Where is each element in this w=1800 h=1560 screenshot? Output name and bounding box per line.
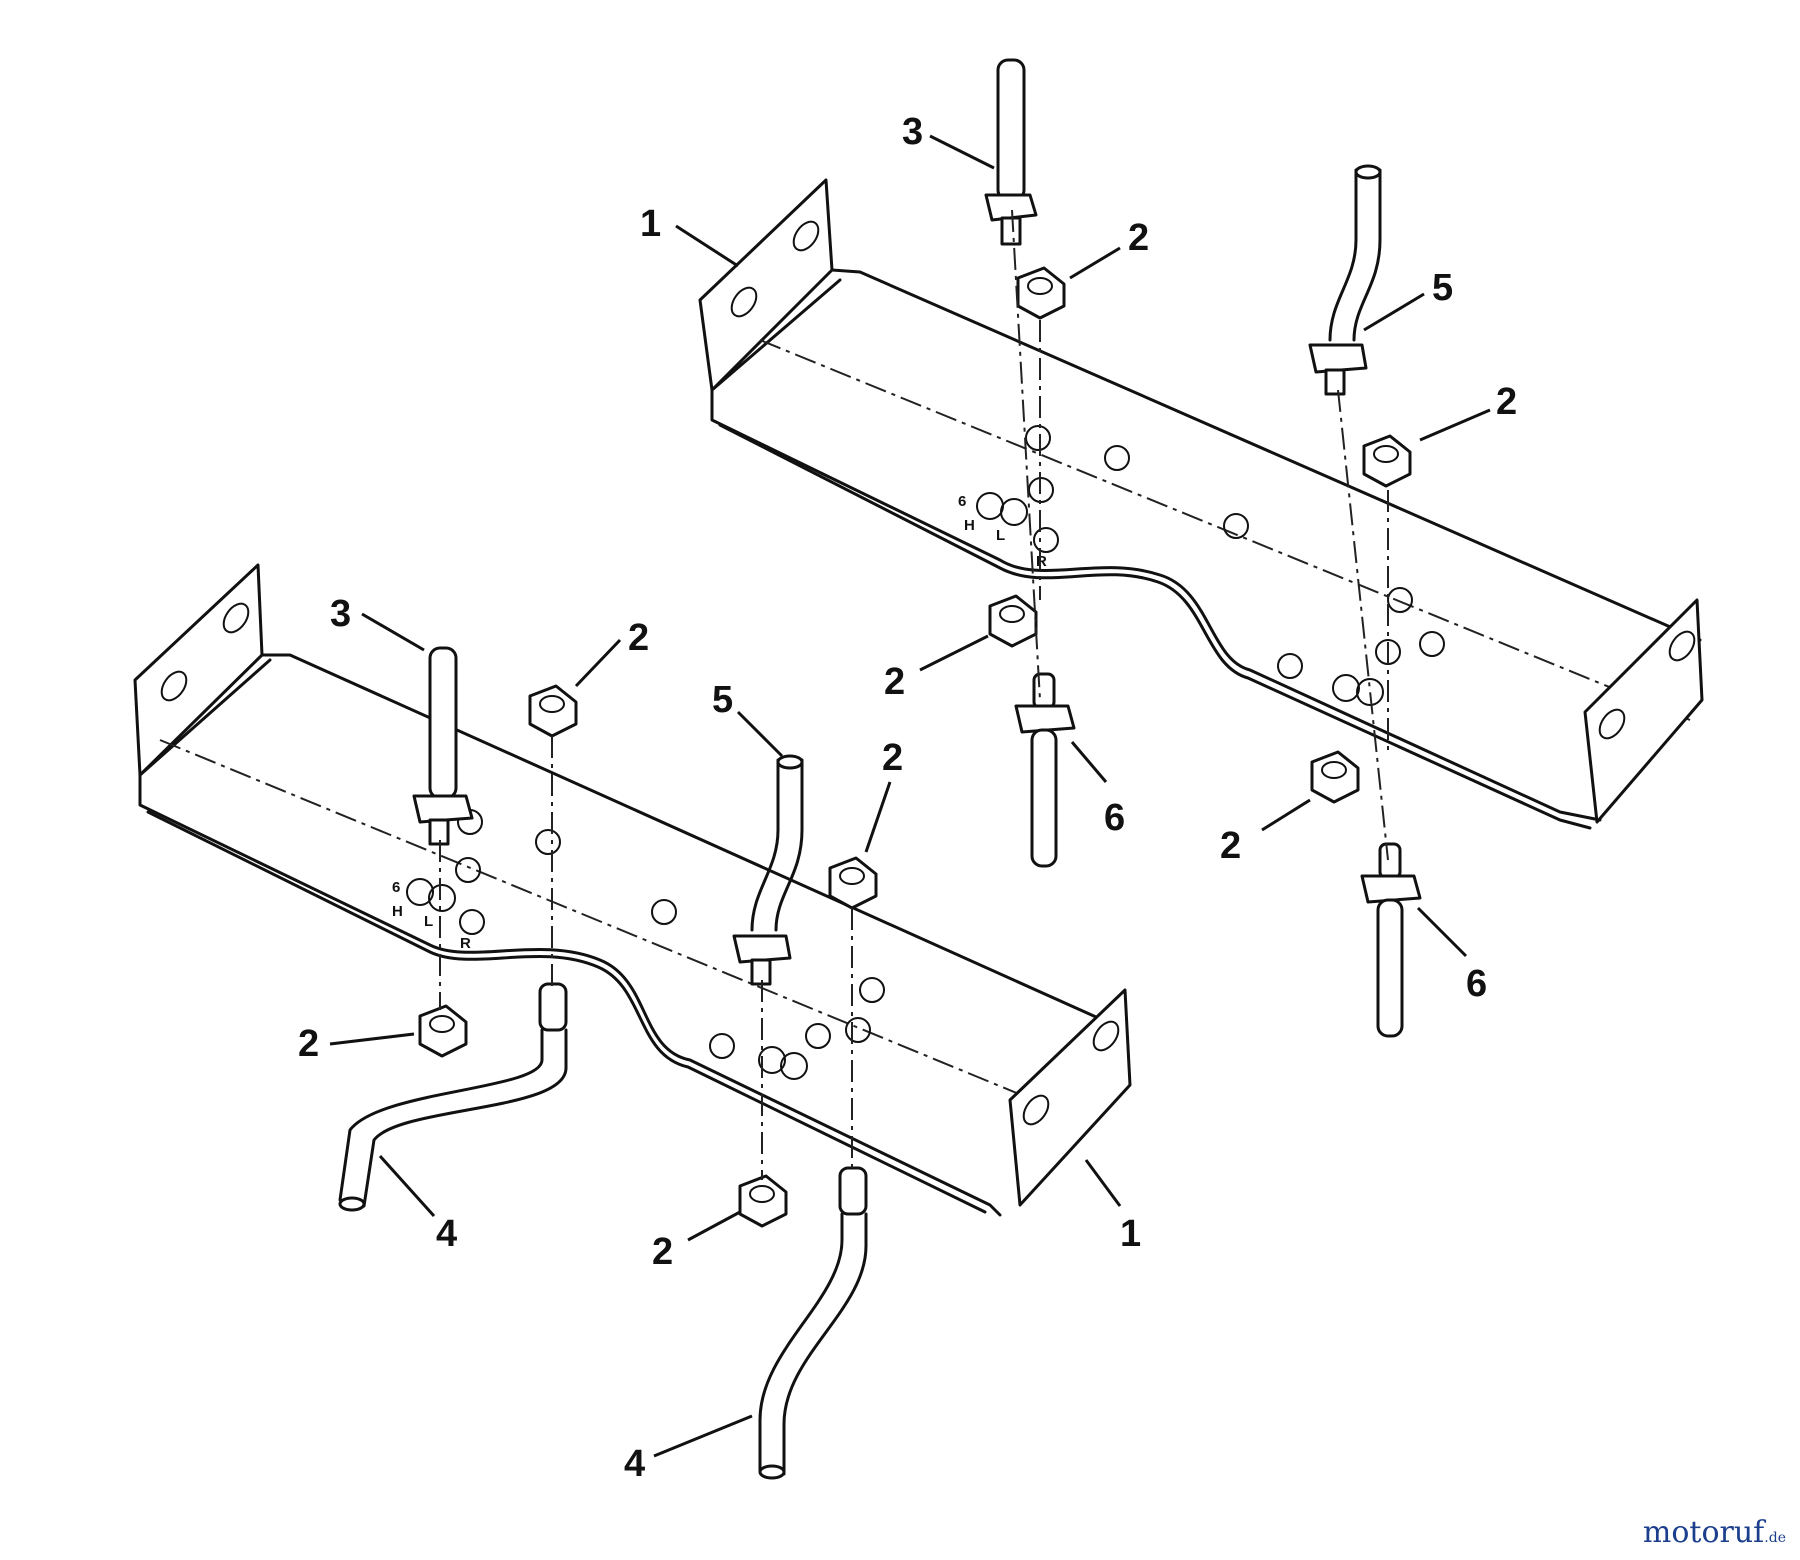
hole-label-l-upper: L [996,527,1005,544]
callout-1-lower: 1 [1120,1213,1141,1255]
pin-4-bottom [758,1166,868,1480]
callout-2-upper-a: 2 [1128,217,1149,259]
nut-lower-1 [528,684,578,738]
nut-upper-3 [988,594,1038,648]
hole-label-6-upper: 6 [958,493,966,510]
callout-2-lower-b: 2 [882,737,903,779]
callout-2-upper-d: 2 [1220,825,1241,867]
pin-5-lower [732,754,804,986]
callout-5-lower: 5 [712,679,733,721]
callout-4-lower-b: 4 [624,1443,645,1485]
callout-3-lower: 3 [330,593,351,635]
pin-5-upper [1308,164,1382,396]
pin-3-upper [984,58,1038,246]
hole-label-r-lower: R [460,935,471,952]
hole-label-r-upper: R [1036,553,1047,570]
nut-upper-1 [1016,266,1066,320]
pin-3-lower [412,646,474,846]
watermark-text: motoruf [1642,1515,1765,1550]
pin-6-upper-right [1360,842,1422,1038]
callout-2-lower-d: 2 [652,1231,673,1273]
callout-6-upper-b: 6 [1466,963,1487,1005]
hole-label-h-upper: H [964,517,975,534]
nut-lower-2 [828,856,878,910]
callout-1-upper: 1 [640,203,661,245]
callout-2-lower-c: 2 [298,1023,319,1065]
callout-3-upper: 3 [902,111,923,153]
bracket-lower: H L R 6 [133,563,1132,1217]
callout-4-lower-a: 4 [436,1213,457,1255]
callout-6-upper-a: 6 [1104,797,1125,839]
nut-lower-3 [418,1004,468,1058]
bracket-upper: H L R 6 [698,178,1704,830]
pin-4-left [338,982,568,1212]
pin-6-upper-left [1014,672,1076,868]
watermark-logo: motoruf.de [1643,1515,1786,1550]
hole-label-l-lower: L [424,913,433,930]
nut-upper-2 [1362,434,1412,488]
hole-label-6-lower: 6 [392,879,400,896]
callout-2-upper-c: 2 [884,661,905,703]
callout-2-upper-b: 2 [1496,381,1517,423]
watermark-suffix: .de [1764,1530,1786,1546]
nut-lower-4 [738,1174,788,1228]
nut-upper-4 [1310,750,1360,804]
hole-label-h-lower: H [392,903,403,920]
callout-5-upper: 5 [1432,267,1453,309]
callout-2-lower-a: 2 [628,617,649,659]
